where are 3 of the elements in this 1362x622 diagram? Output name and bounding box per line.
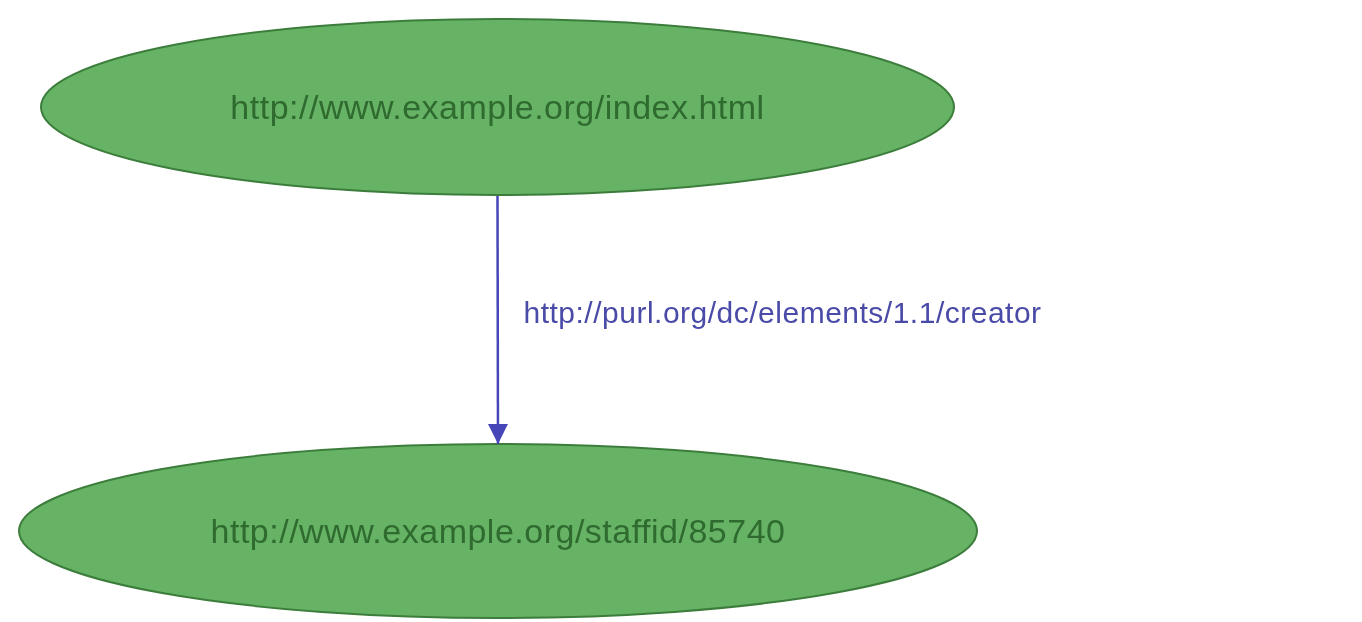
arrow — [487, 196, 508, 444]
node-label: http://www.example.org/staffid/85740 — [210, 511, 786, 551]
node-label: http://www.example.org/index.html — [230, 87, 765, 127]
